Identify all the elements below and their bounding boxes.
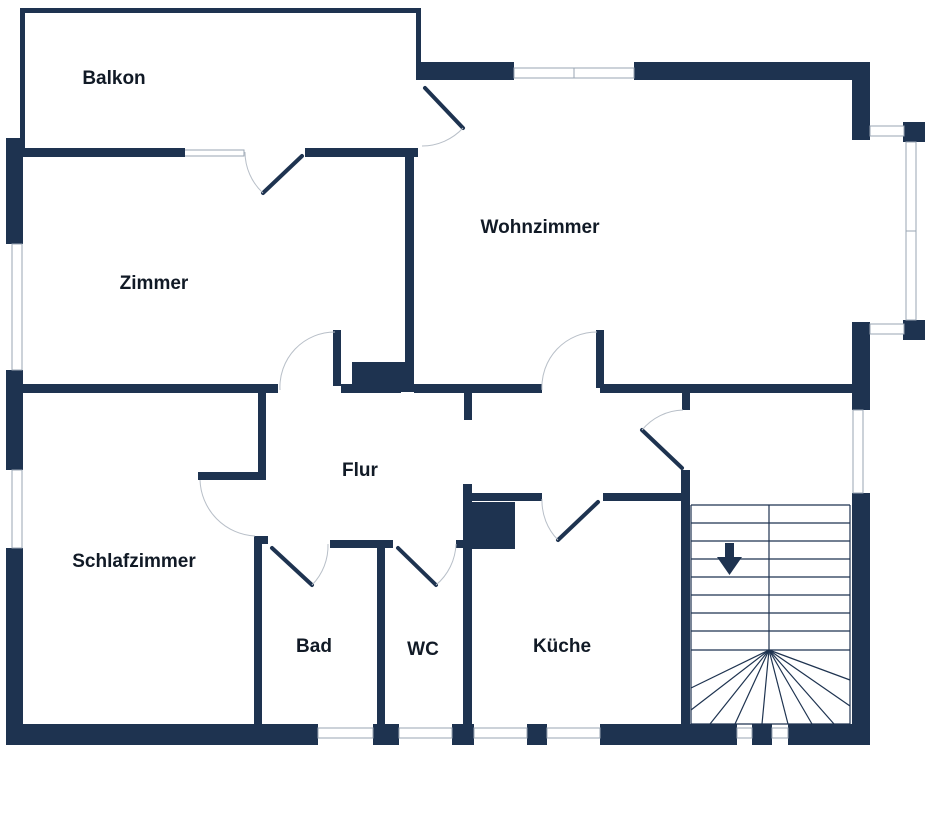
doors <box>199 86 684 587</box>
room-label-wc: WC <box>407 639 439 660</box>
room-label-balkon: Balkon <box>82 68 145 89</box>
exterior-walls <box>6 62 925 745</box>
interior-walls <box>23 148 858 726</box>
room-label-bad: Bad <box>296 636 332 657</box>
room-label-kueche: Küche <box>533 636 591 657</box>
windows <box>11 67 917 739</box>
balcony-railing <box>20 8 421 150</box>
arrow-down-icon <box>717 543 742 575</box>
room-label-flur: Flur <box>342 460 378 481</box>
room-label-schlafzimmer: Schlafzimmer <box>72 551 196 572</box>
staircase <box>690 504 851 725</box>
room-label-zimmer: Zimmer <box>120 273 189 294</box>
room-label-wohnzimmer: Wohnzimmer <box>481 217 601 238</box>
